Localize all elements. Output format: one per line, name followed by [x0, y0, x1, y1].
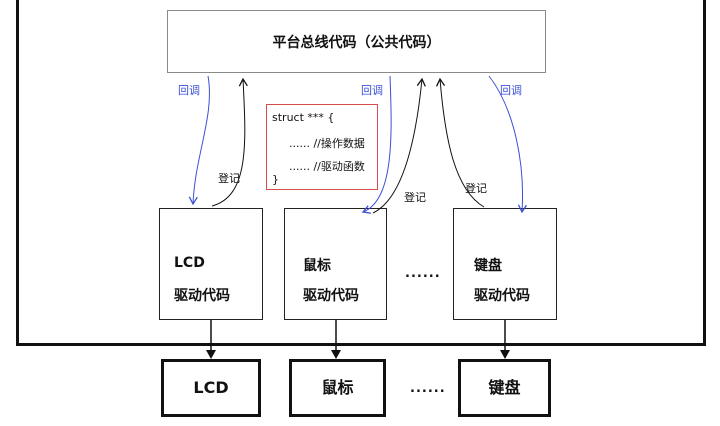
- keyboard-driver-name: 键盘: [474, 258, 502, 274]
- register-label-2: 登记: [404, 191, 426, 204]
- struct-line-3: ...... //驱动函数: [289, 160, 365, 173]
- keyboard-device-box: 键盘: [458, 359, 551, 417]
- struct-line-2: ...... //操作数据: [289, 137, 365, 150]
- callback-arrow-keyboard: [488, 75, 527, 214]
- register-label-3: 登记: [465, 182, 487, 195]
- kernel-boundary-box: [16, 0, 706, 346]
- register-arrow-mouse: [372, 77, 426, 214]
- register-arrow-lcd: [211, 77, 248, 207]
- mouse-device-box: 鼠标: [289, 359, 386, 417]
- lcd-driver-subtitle: 驱动代码: [174, 288, 230, 304]
- callback-label-1: 回调: [178, 84, 200, 97]
- platform-bus-box: 平台总线代码（公共代码）: [167, 10, 546, 73]
- callback-arrow-lcd: [188, 75, 210, 206]
- callback-arrow-mouse: [361, 75, 392, 214]
- platform-bus-label: 平台总线代码（公共代码）: [272, 35, 441, 51]
- register-label-1: 登记: [218, 172, 240, 185]
- keyboard-driver-box: 键盘 驱动代码: [453, 208, 557, 320]
- lcd-device-box: LCD: [161, 359, 261, 417]
- struct-line-4: }: [272, 173, 279, 186]
- lcd-driver-name: LCD: [174, 255, 205, 271]
- callback-label-3: 回调: [500, 84, 522, 97]
- mouse-driver-box: 鼠标 驱动代码: [284, 208, 387, 320]
- mouse-driver-name: 鼠标: [303, 258, 331, 274]
- lcd-driver-box: LCD 驱动代码: [159, 208, 263, 320]
- keyboard-driver-subtitle: 驱动代码: [474, 288, 530, 304]
- device-ellipsis: ......: [410, 381, 446, 396]
- struct-definition-box: struct *** { ...... //操作数据 ...... //驱动函数…: [266, 104, 378, 190]
- mouse-driver-subtitle: 驱动代码: [303, 288, 359, 304]
- callback-label-2: 回调: [361, 84, 383, 97]
- driver-ellipsis: ......: [405, 266, 441, 281]
- register-arrow-keyboard: [435, 77, 485, 208]
- struct-line-1: struct *** {: [272, 111, 335, 124]
